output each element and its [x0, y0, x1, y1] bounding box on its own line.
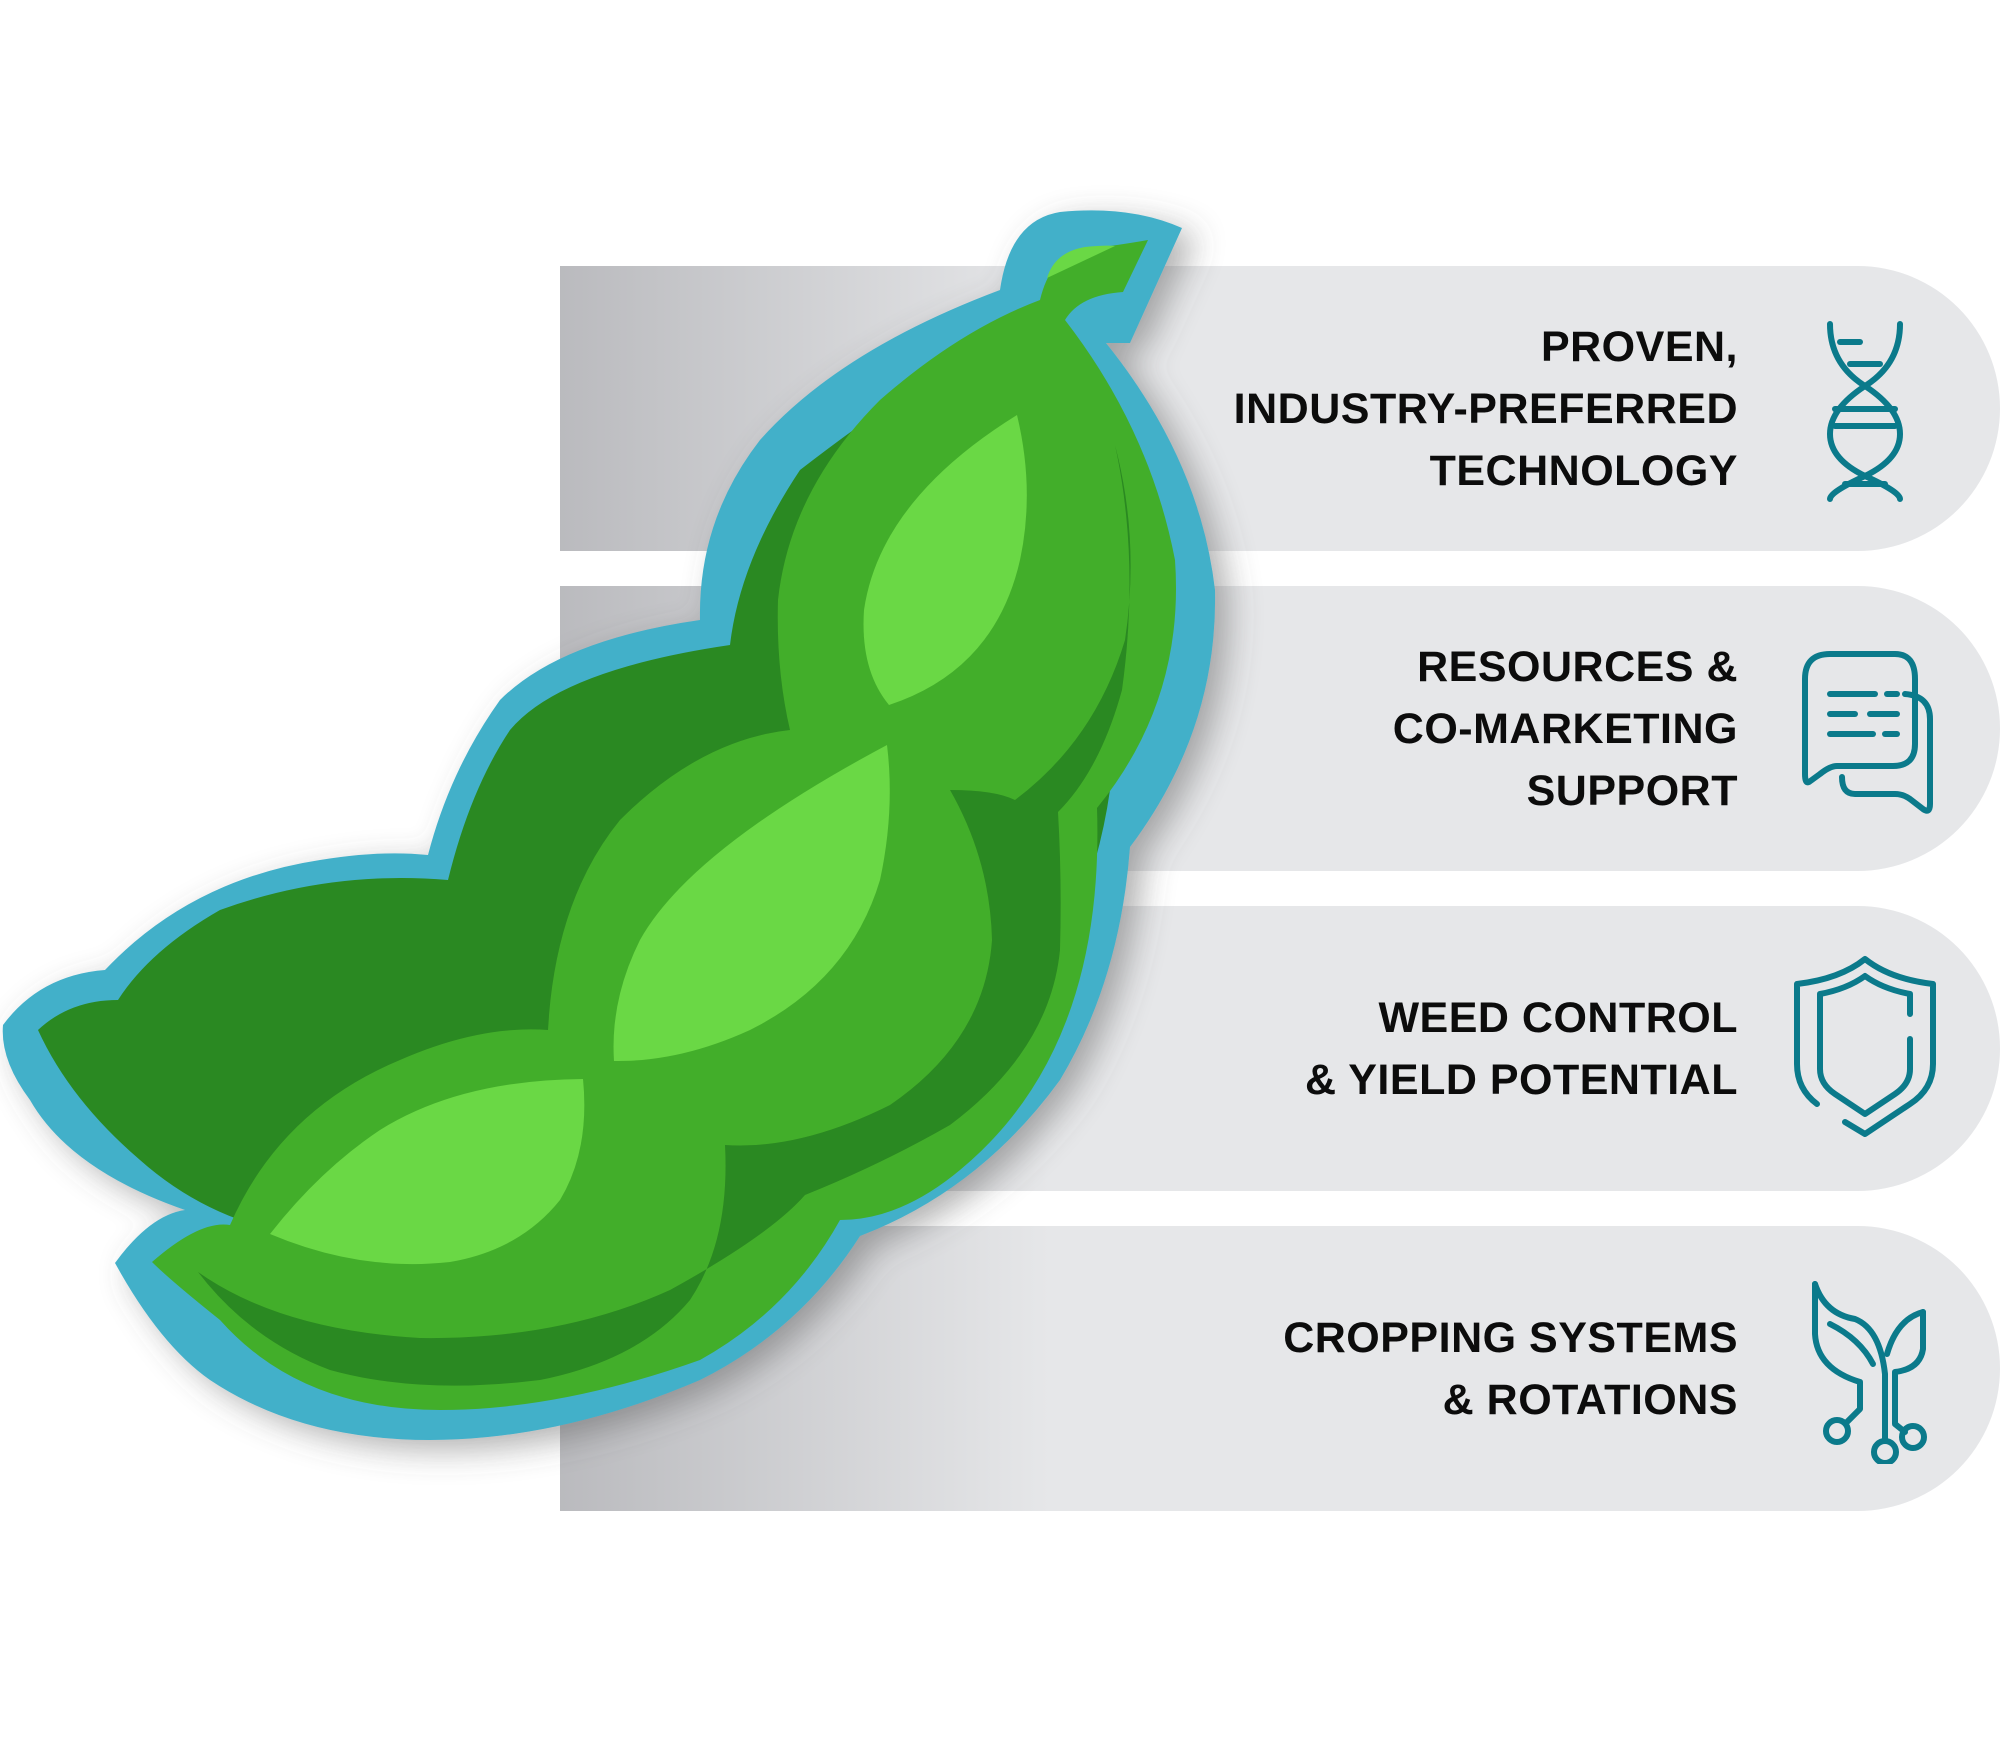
panel-label: PROVEN, INDUSTRY-PREFERRED TECHNOLOGY	[1234, 266, 1738, 551]
panel-label-line: & YIELD POTENTIAL	[1305, 1055, 1738, 1104]
panel-label-line: WEED CONTROL	[1378, 993, 1738, 1042]
panel-label-line: & ROTATIONS	[1442, 1375, 1738, 1424]
panel-label: CROPPING SYSTEMS & ROTATIONS	[1283, 1226, 1738, 1511]
sprout-circuit-icon	[1812, 1280, 1927, 1464]
panel-label-line: SUPPORT	[1526, 766, 1738, 815]
panel-label: RESOURCES & CO-MARKETING SUPPORT	[1393, 586, 1738, 871]
pod-tip-leaf	[1047, 245, 1115, 278]
bean-bottom	[270, 1079, 585, 1265]
pod-shadow-group	[2, 210, 1216, 1440]
panel-label-line: TECHNOLOGY	[1429, 446, 1738, 495]
panel-label-line: CO-MARKETING	[1392, 704, 1738, 753]
panel-label-line: RESOURCES &	[1417, 642, 1738, 691]
panel-label-line: PROVEN,	[1540, 322, 1738, 371]
pod-inner-dark-right	[198, 445, 1131, 1386]
dna-icon	[1826, 320, 1904, 502]
bean-middle	[613, 745, 890, 1062]
panel-label-line: CROPPING SYSTEMS	[1283, 1313, 1738, 1362]
bean-top	[863, 415, 1027, 705]
panel-label: WEED CONTROL & YIELD POTENTIAL	[1305, 906, 1738, 1191]
panel-label-line: INDUSTRY-PREFERRED	[1233, 384, 1738, 433]
shield-icon	[1794, 955, 1936, 1137]
chat-bubbles-icon	[1802, 650, 1933, 814]
